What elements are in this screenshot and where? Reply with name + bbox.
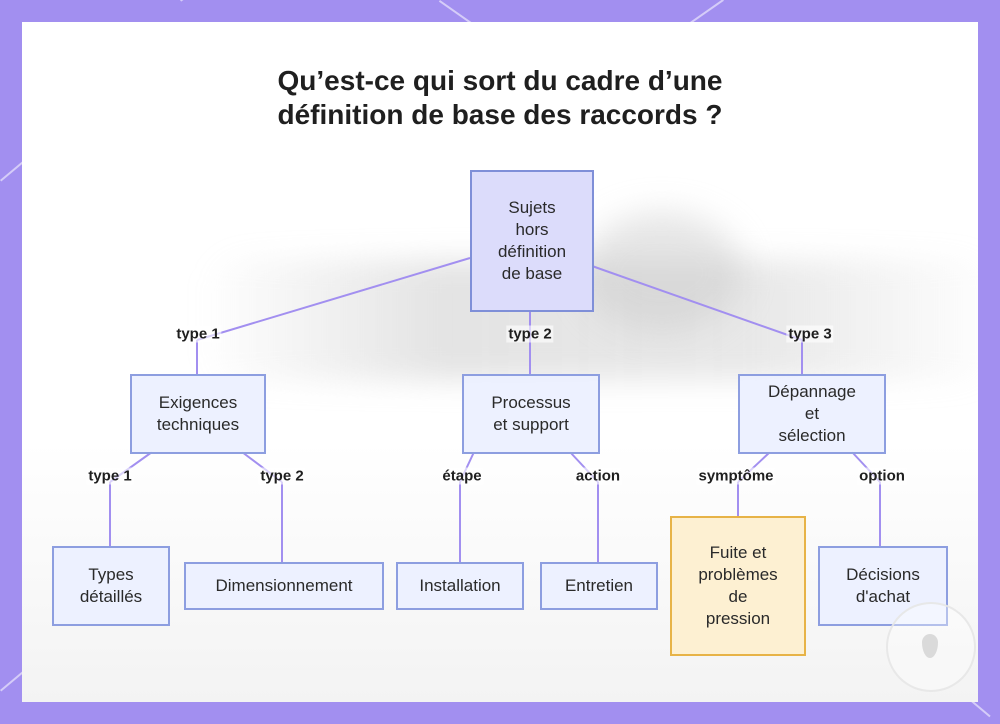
node-exigences-techniques: Exigences techniques — [130, 374, 266, 454]
node-dimensionnement-label: Dimensionnement — [215, 576, 353, 595]
edge-label-exigences-dimensionnement: type 2 — [258, 467, 306, 485]
edge-label-exigences-types: type 1 — [86, 467, 134, 485]
edge-root-exigences — [196, 257, 471, 341]
node-types-detailles: Types détaillés — [52, 546, 170, 626]
frame-decoration — [438, 0, 473, 25]
frame-decoration — [180, 0, 214, 2]
node-fuite-label: Fuite et problèmes de pression — [698, 543, 778, 628]
drop-icon — [922, 634, 938, 658]
node-root: Sujets hors définition de base — [470, 170, 594, 312]
edge-label-depannage-fuite: symptôme — [696, 467, 776, 485]
edge-label-root-exigences: type 1 — [174, 325, 222, 343]
frame-decoration — [690, 0, 724, 24]
diagram-title: Qu’est-ce qui sort du cadre d’une défini… — [22, 64, 978, 132]
frame-decoration — [0, 670, 25, 692]
node-processus-support: Processus et support — [462, 374, 600, 454]
node-entretien-label: Entretien — [564, 576, 634, 595]
edge-label-depannage-decisions: option — [857, 467, 907, 485]
edge-label-processus-entretien: action — [573, 467, 623, 485]
node-types-label: Types détaillés — [79, 565, 143, 606]
node-entretien: Entretien — [540, 562, 658, 610]
edge-label-processus-installation: étape — [440, 467, 484, 485]
node-installation-label: Installation — [419, 576, 501, 595]
title-line-2: définition de base des raccords ? — [277, 99, 723, 130]
node-decisions-label: Décisions d'achat — [846, 565, 920, 606]
node-depannage-label: Dépannage et sélection — [768, 382, 856, 445]
node-depannage-selection: Dépannage et sélection — [738, 374, 886, 454]
title-line-1: Qu’est-ce qui sort du cadre d’une — [277, 65, 723, 96]
node-fuite-pression: Fuite et problèmes de pression — [670, 516, 806, 656]
frame-decoration — [0, 160, 25, 182]
node-exigences-label: Exigences techniques — [156, 393, 240, 434]
node-root-label: Sujets hors définition de base — [497, 198, 567, 283]
edge-label-root-processus: type 2 — [506, 325, 554, 343]
node-processus-label: Processus et support — [491, 393, 571, 434]
diagram-panel: Qu’est-ce qui sort du cadre d’une défini… — [22, 22, 978, 702]
node-installation: Installation — [396, 562, 524, 610]
edge-label-root-depannage: type 3 — [786, 325, 834, 343]
node-dimensionnement: Dimensionnement — [184, 562, 384, 610]
edge-root-depannage — [591, 265, 803, 341]
